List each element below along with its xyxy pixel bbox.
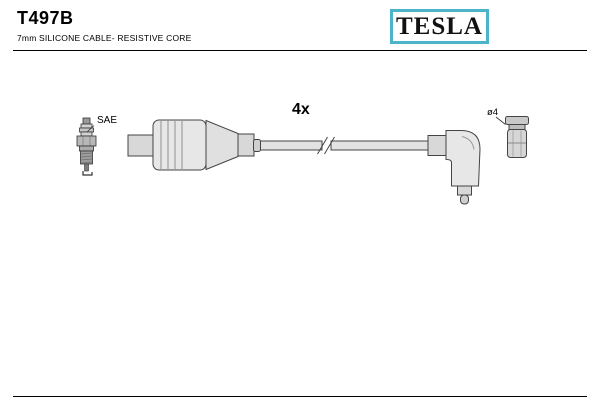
diameter-label: ø4	[487, 107, 498, 118]
terminal-sleeve	[505, 116, 529, 158]
quantity-label: 4x	[292, 101, 310, 118]
sae-leader-line	[87, 125, 95, 132]
straight-boot-connector	[127, 119, 261, 171]
spark-plug-icon	[76, 117, 97, 176]
angled-boot-connector	[427, 130, 481, 205]
part-number: T497B	[17, 8, 74, 28]
tesla-logo: TESLA	[390, 9, 489, 44]
footer-divider	[13, 396, 587, 397]
product-subtitle: 7mm SILICONE CABLE- RESISTIVE CORE	[17, 33, 192, 43]
brand-name: TESLA	[396, 13, 483, 40]
cable-break-icon	[317, 136, 335, 155]
sae-label: SAE	[97, 115, 117, 126]
header-divider	[13, 50, 587, 51]
diameter-leader-line	[495, 116, 506, 125]
cable	[257, 140, 433, 151]
